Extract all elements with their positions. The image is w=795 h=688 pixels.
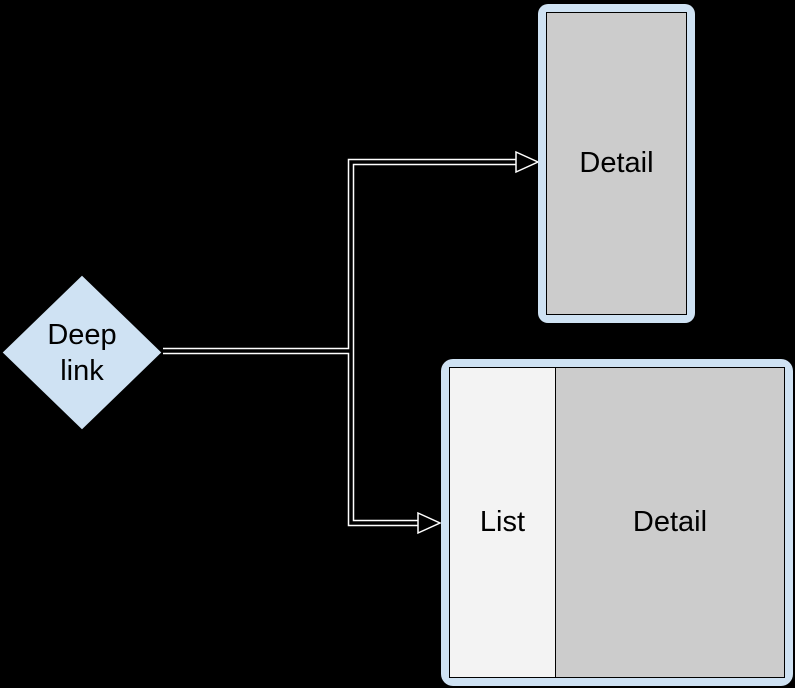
- portrait-screen-frame: Detail: [538, 4, 695, 323]
- arrowhead-to-detail: [515, 150, 540, 174]
- portrait-detail-label: Detail: [579, 147, 654, 179]
- deep-link-label-line2: link: [60, 354, 104, 387]
- deep-link-node: Deep link: [2, 275, 162, 430]
- detail-pane: Detail: [556, 368, 784, 677]
- detail-pane-label: Detail: [632, 506, 708, 538]
- deep-link-label-line1: Deep: [47, 318, 117, 351]
- list-pane-label: List: [479, 506, 526, 538]
- landscape-screen-frame: List Detail: [441, 359, 793, 686]
- connector-core: [163, 160, 516, 525]
- deep-link-diamond: [1, 274, 163, 431]
- landscape-screen-split: List Detail: [449, 367, 785, 678]
- arrowhead-to-list-detail: [417, 511, 442, 535]
- portrait-detail-pane: Detail: [546, 12, 687, 315]
- list-pane: List: [450, 368, 556, 677]
